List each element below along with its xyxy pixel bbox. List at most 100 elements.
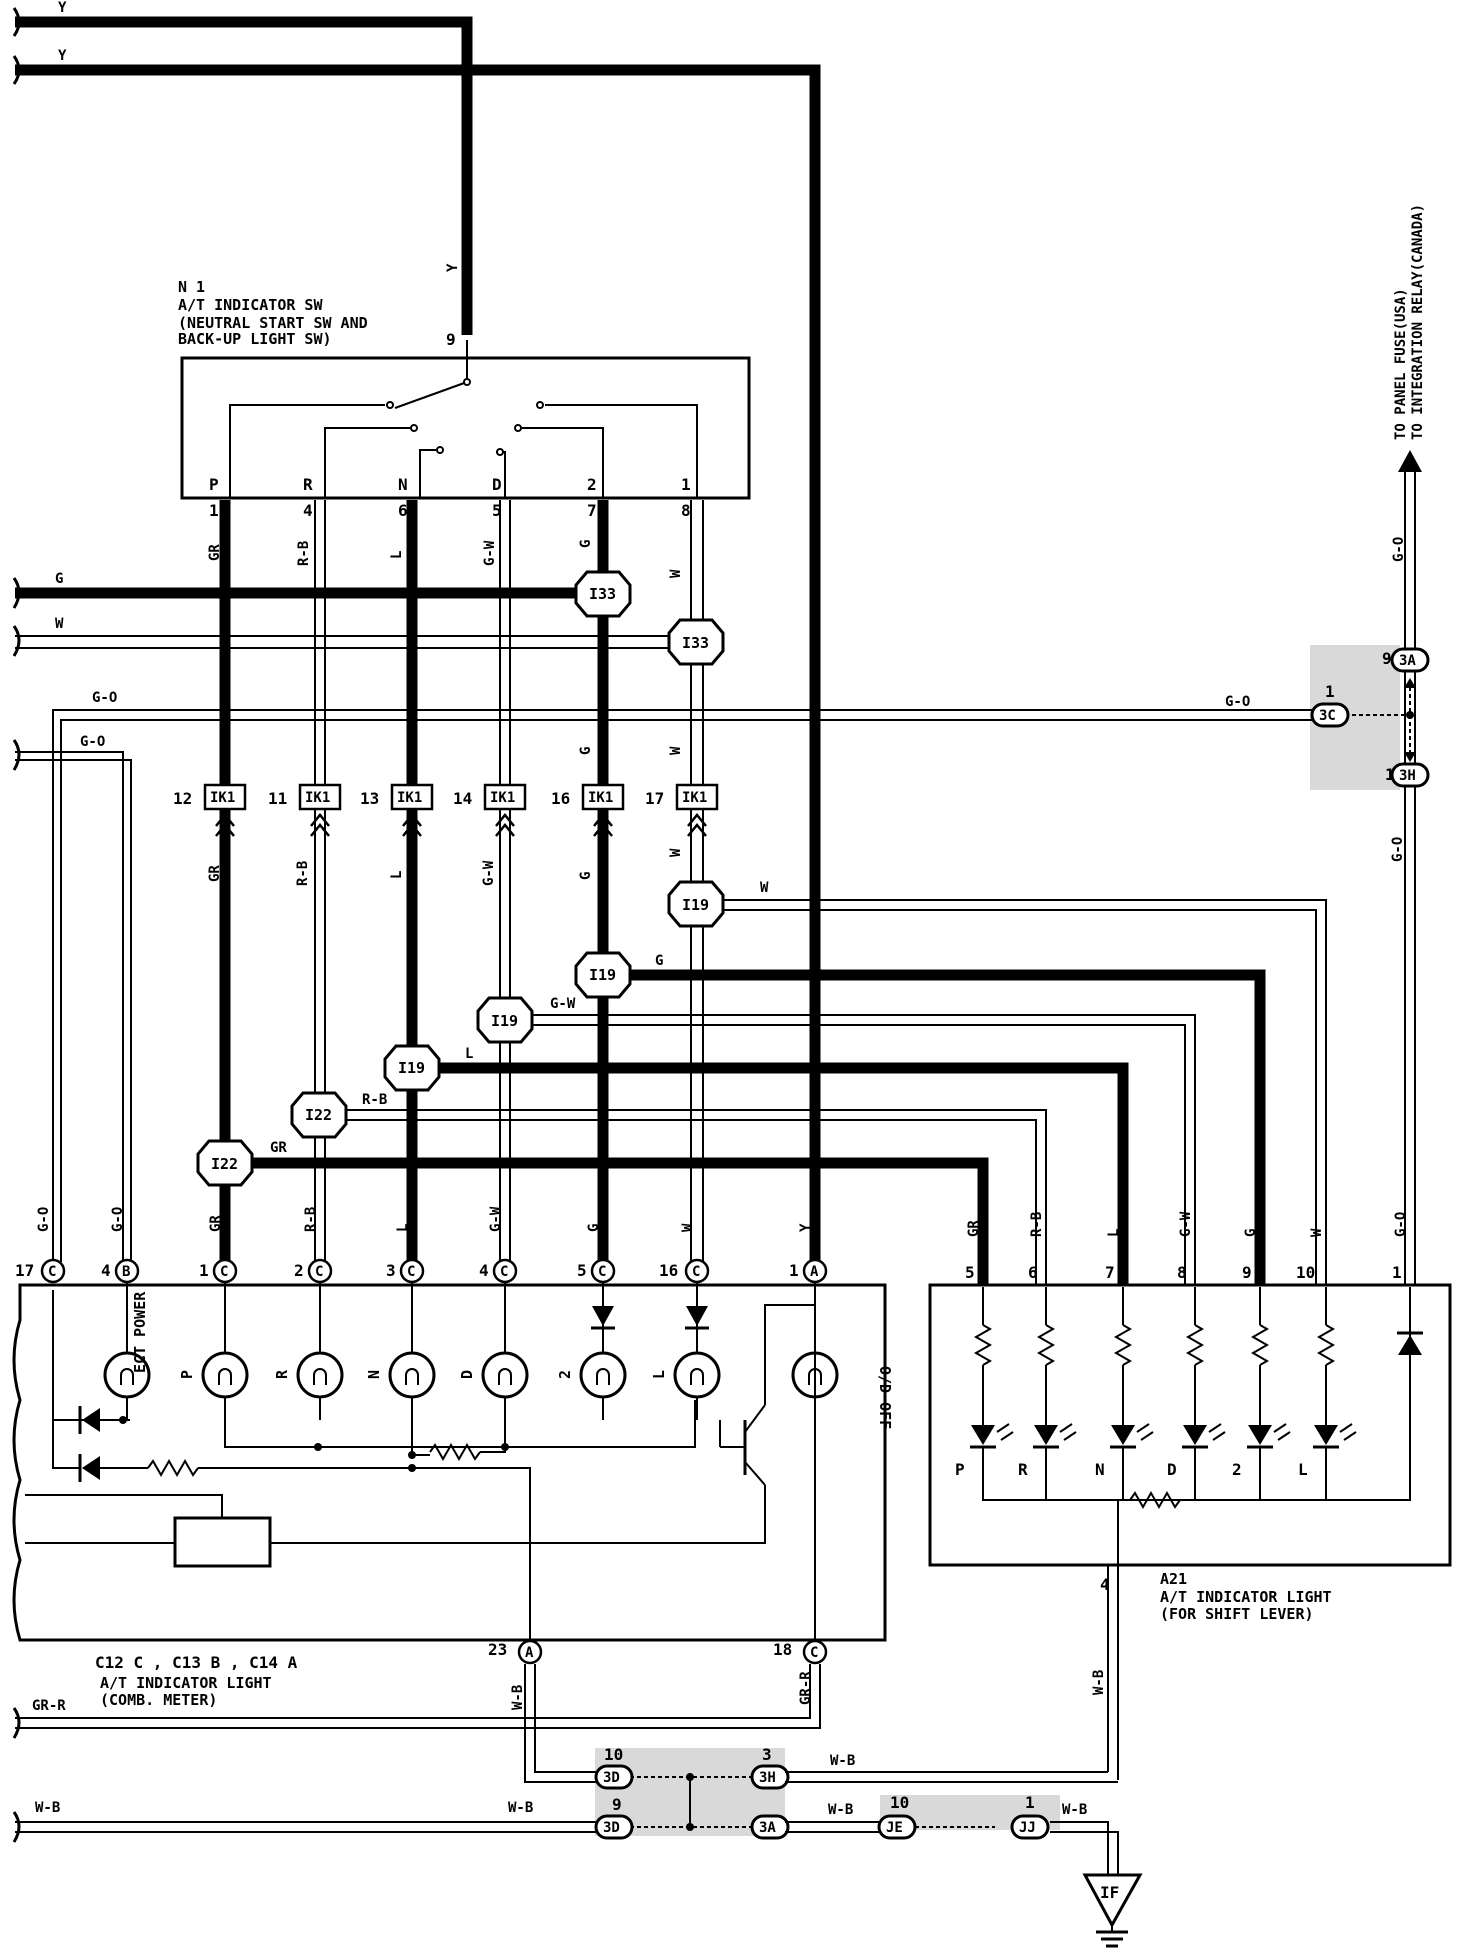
wire-l-to-a21 [412,1062,1129,1285]
n1-contact-2 [522,427,604,498]
svg-text:11: 11 [268,789,287,808]
svg-text:I22: I22 [305,1106,332,1124]
svg-text:17: 17 [15,1261,34,1280]
svg-text:C: C [598,1264,606,1280]
wire-label-gw-2: G-W [481,860,497,886]
svg-text:B: B [122,1264,130,1280]
wire-gw-to-a21-a [505,1014,1196,1285]
comb-pin-18c: 18 C [773,1639,828,1665]
svg-text:C: C [315,1264,323,1280]
splice-i19-w: I19 [667,880,725,928]
comb-lamp [103,1283,151,1420]
a21-id: A21 [1160,1570,1187,1588]
to-panel-line1: TO PANEL FUSE(USA) [1393,288,1409,440]
n1-pin-n: 6 [398,501,408,520]
splice-i22-gr: I22 [196,1139,254,1187]
comb-name: A/T INDICATOR LIGHT [100,1674,272,1692]
svg-text:IK1: IK1 [210,790,235,806]
wire-y-top-1 [15,16,473,335]
svg-text:16: 16 [659,1261,678,1280]
svg-text:9: 9 [612,1795,622,1814]
n1-pin-1: 8 [681,501,691,520]
svg-text:6: 6 [1028,1263,1038,1282]
comb-pin-wire-label: G-W [488,1206,504,1232]
svg-text:I33: I33 [589,585,616,603]
ect-bus-left [25,1494,223,1518]
n1-pos-label-p: P [209,475,219,494]
svg-text:3A: 3A [1399,653,1416,669]
a21-lamp: N [1095,1287,1154,1500]
svg-text:IK1: IK1 [490,790,515,806]
wire-label-wb-6: W-B [1062,1802,1087,1818]
wire-label-y-3: Y [445,263,461,272]
svg-text:1: 1 [1392,1263,1402,1282]
n1-contact-d-dot [496,448,504,456]
wire-label-go-3: G-O [80,734,105,750]
svg-text:3: 3 [386,1261,396,1280]
wire-grr-a [15,1664,811,1719]
svg-text:3C: 3C [1319,708,1336,724]
n1-name: A/T INDICATOR SW [178,296,323,314]
n1-id: N 1 [178,278,205,296]
splice-i19-l: I19 [383,1044,441,1092]
svg-text:C: C [48,1264,56,1280]
junction-connector-j3a_b: 3A [750,1814,790,1840]
a21-pin: 5GR [965,1220,982,1282]
wire-rb-to-a21-b [320,1119,1037,1285]
a21-lamp: P [955,1287,1014,1500]
ground-label: IF [1100,1883,1119,1902]
wire-break-left-1 [12,7,21,37]
svg-text:4: 4 [101,1261,111,1280]
wire-wb-23a-a [524,1664,600,1783]
n1-desc2: BACK-UP LIGHT SW) [178,330,332,348]
wire-break-g [12,577,21,609]
comb-pin-wire-label: G-O [36,1207,52,1232]
svg-text:C: C [220,1264,228,1280]
wire-label-l-2: L [389,871,405,879]
svg-text:D: D [1167,1460,1177,1479]
splice-i33-g: I33 [574,570,632,618]
comb-lamp: L [650,1283,721,1420]
junction-connector-j3h_top: 3H1 [1385,762,1430,788]
wire-go-left-b [15,759,132,1262]
n1-contact-n-dot [436,446,444,454]
ect-resistor [147,1458,199,1478]
transistor-collector [744,1404,766,1433]
svg-text:D: D [458,1370,476,1379]
wire-label-rb-branch: R-B [362,1092,387,1108]
wire-label-wb-a21: W-B [1091,1670,1107,1695]
wire-wb-jj-ground-a [1050,1821,1109,1875]
splice-i19-gw: I19 [476,996,534,1044]
svg-text:9: 9 [1382,649,1392,668]
wire-label-wb-2: W-B [35,1800,60,1816]
wire-go-top-a [52,709,1318,1262]
a21-lamp: D [1167,1287,1226,1500]
a21-pin: 10W [1296,1228,1325,1282]
wire-grr-b [15,1664,821,1729]
svg-text:IK1: IK1 [305,790,330,806]
svg-text:I22: I22 [211,1155,238,1173]
ground-triangle [1082,1873,1143,1929]
wire-label-g-2: G [578,872,594,880]
junction-dot-2 [501,1443,509,1451]
svg-text:I19: I19 [682,896,709,914]
wire-label-wb-1: W-B [510,1685,526,1710]
wire-w-to-a21-b [717,909,1317,1285]
a21-pin: 9G [1242,1229,1259,1282]
svg-text:10: 10 [890,1793,909,1812]
comb-pin-23a: 23 A [488,1639,543,1665]
a21-pin: 1G-O [1392,1212,1409,1282]
a21-ground-bus [982,1450,1411,1501]
junction-dot-5 [119,1416,127,1424]
n1-contact-r [324,427,410,498]
wire-label-go-2: G-O [1225,694,1250,710]
svg-text:1: 1 [1325,682,1335,701]
svg-text:W: W [1309,1228,1325,1237]
junction-connector-j3a_top: 3A 9 [1382,647,1430,673]
